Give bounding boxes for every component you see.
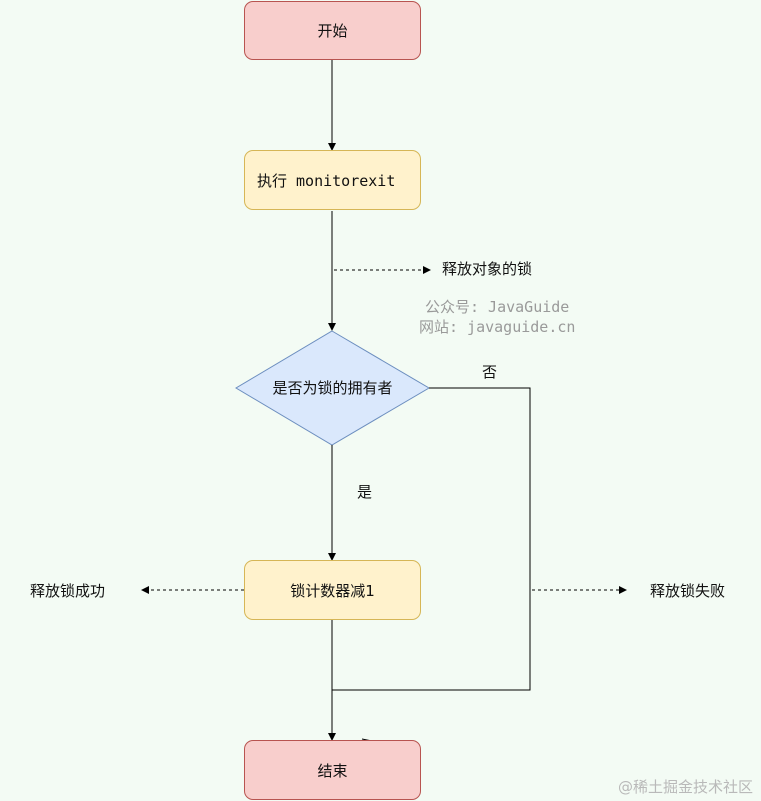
corner-watermark: @稀土掘金技术社区 [617, 778, 753, 796]
no-branch-label: 否 [482, 363, 498, 381]
end-node-label: 结束 [317, 761, 348, 780]
decrement-node-label: 锁计数器减1 [290, 581, 375, 600]
release-object-lock-label: 释放对象的锁 [442, 260, 533, 278]
decrement-node: 锁计数器减1 [244, 560, 421, 620]
release-success-label: 释放锁成功 [30, 582, 106, 600]
start-node-label: 开始 [317, 22, 348, 40]
watermark-line2: 网站: javaguide.cn [419, 318, 576, 336]
monitorexit-node: 执行 monitorexit [244, 150, 421, 210]
start-node: 开始 [244, 1, 421, 60]
release-fail-label: 释放锁失败 [650, 582, 726, 600]
no-branch-path [332, 387, 531, 691]
yes-branch-label: 是 [357, 483, 373, 501]
end-node: 结束 [244, 740, 421, 800]
watermark-line1: 公众号: JavaGuide [425, 298, 570, 316]
decision-node: 是否为锁的拥有者 [236, 331, 429, 444]
monitorexit-node-label: 执行 monitorexit [257, 171, 396, 190]
decision-node-label: 是否为锁的拥有者 [272, 379, 393, 397]
